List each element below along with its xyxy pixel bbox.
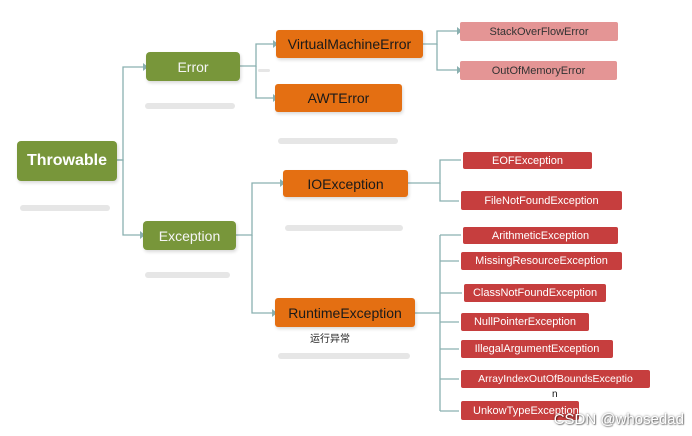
connector-error-vme <box>240 43 273 67</box>
connector-io-filenotfound <box>439 183 459 202</box>
file-not-found-exception-label: FileNotFoundException <box>484 194 599 207</box>
reflection-tick <box>258 69 270 72</box>
array-index-out-of-bounds-exception-node: ArrayIndexOutOfBoundsExceptio <box>461 370 650 388</box>
throwable-label: Throwable <box>26 152 107 169</box>
error-label: Error <box>177 58 209 75</box>
reflection-awterror <box>278 138 398 144</box>
out-of-memory-error-label: OutOfMemoryError <box>491 64 586 77</box>
null-pointer-exception-node: NullPointerException <box>461 313 589 331</box>
exception-node: Exception <box>143 221 236 250</box>
reflection-error <box>145 103 235 109</box>
runtime-exception-note: 运行异常 <box>310 334 350 345</box>
illegal-argument-exception-node: IllegalArgumentException <box>461 340 613 358</box>
stack-overflow-error-node: StackOverFlowError <box>460 22 618 41</box>
unknown-type-exception-label: UnkowTypeException <box>473 404 579 417</box>
awt-error-node: AWTError <box>275 84 402 112</box>
class-not-found-exception-node: ClassNotFoundException <box>464 284 606 302</box>
class-not-found-exception-label: ClassNotFoundException <box>472 287 598 299</box>
connector-io-eof <box>408 159 461 184</box>
null-pointer-exception-label: NullPointerException <box>473 316 577 328</box>
unknown-type-exception-node: UnkowTypeException <box>461 401 579 420</box>
awt-error-label: AWTError <box>307 90 370 106</box>
illegal-argument-exception-label: IllegalArgumentException <box>474 343 600 355</box>
reflection-throwable <box>20 205 110 211</box>
exception-label: Exception <box>158 227 221 244</box>
runtime-exception-label: RuntimeException <box>288 304 402 321</box>
runtime-exception-node: RuntimeException <box>275 298 415 327</box>
connector-exception-runtime <box>251 235 272 314</box>
virtual-machine-error-node: VirtualMachineError <box>276 30 423 58</box>
eof-exception-node: EOFException <box>463 152 592 169</box>
io-exception-node: IOException <box>283 170 408 197</box>
eof-exception-label: EOFException <box>492 154 563 167</box>
array-index-out-of-bounds-exception-label: ArrayIndexOutOfBoundsExceptio <box>478 373 633 385</box>
missing-resource-exception-label: MissingResourceException <box>475 255 608 267</box>
missing-resource-exception-node: MissingResourceException <box>461 252 622 270</box>
connector-throwable-exception <box>117 159 140 236</box>
connector-exception-io <box>236 182 280 236</box>
error-node: Error <box>146 52 240 81</box>
throwable-node: Throwable <box>17 141 117 181</box>
array-index-label-wrap: n <box>552 389 558 400</box>
connector-error-awt <box>255 66 273 99</box>
virtual-machine-error-label: VirtualMachineError <box>287 36 412 52</box>
reflection-runtimeexception <box>278 353 410 359</box>
csdn-watermark: CSDN @whosedad <box>553 411 684 428</box>
reflection-ioexception <box>285 225 403 231</box>
out-of-memory-error-node: OutOfMemoryError <box>460 61 617 80</box>
arithmetic-exception-label: ArithmeticException <box>491 229 590 242</box>
connector-vme-stackoverflow <box>423 30 457 45</box>
file-not-found-exception-node: FileNotFoundException <box>461 191 622 210</box>
arithmetic-exception-node: ArithmeticException <box>463 227 618 244</box>
connector-throwable-error <box>117 66 143 161</box>
io-exception-label: IOException <box>307 175 384 192</box>
connector-vme-outofmemory <box>436 44 457 71</box>
stack-overflow-error-label: StackOverFlowError <box>489 25 589 38</box>
reflection-exception <box>145 272 230 278</box>
